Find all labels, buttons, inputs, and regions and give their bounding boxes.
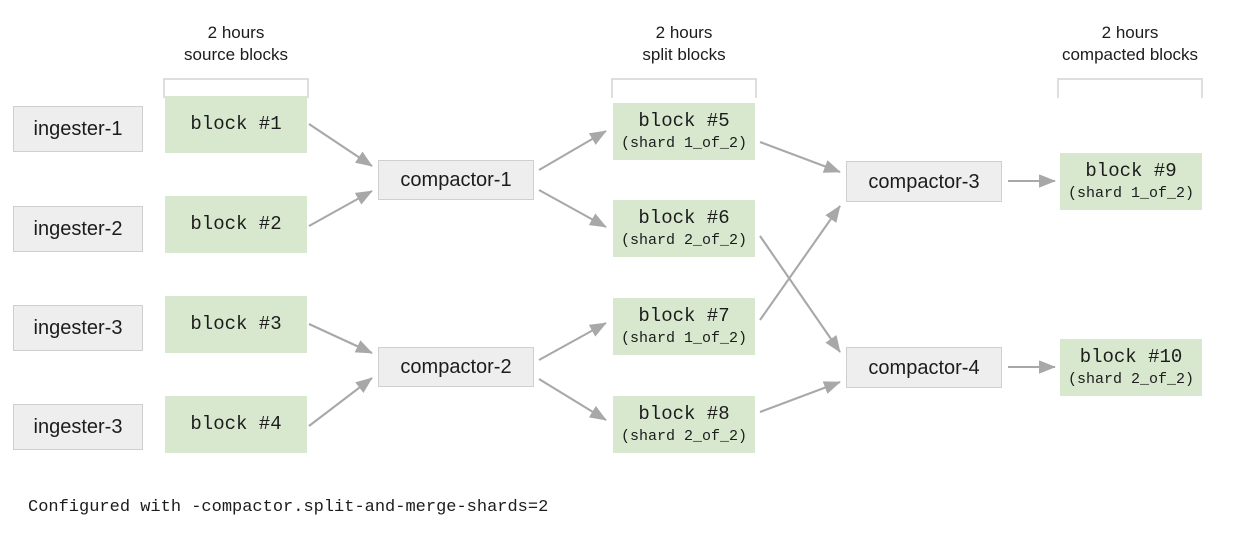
source-block-1-label: block #1 [190,112,282,135]
split-block-7[interactable]: block #7 (shard 1_of_2) [613,298,755,355]
compacted-block-10-label: block #10 [1079,345,1183,368]
source-block-4-label: block #4 [190,412,282,435]
edge-compactor1-block5 [538,130,607,171]
edge-compactor2-block7 [538,322,607,361]
edge-compactor2-block8 [538,378,607,421]
edge-block8-compactor4 [759,381,841,413]
edge-block1-compactor1 [308,123,373,167]
column-label-source: 2 hours source blocks [156,22,316,66]
split-block-5[interactable]: block #5 (shard 1_of_2) [613,103,755,160]
compacted-block-9[interactable]: block #9 (shard 1_of_2) [1060,153,1202,210]
compactor-1-box[interactable]: compactor-1 [378,160,534,200]
compactor-4-box[interactable]: compactor-4 [846,347,1002,388]
split-block-5-label: block #5 [638,109,730,132]
edge-block2-compactor1 [308,190,373,227]
column-label-split: 2 hours split blocks [604,22,764,66]
split-block-7-shard: (shard 1_of_2) [620,329,748,347]
compacted-block-9-shard: (shard 1_of_2) [1067,184,1195,202]
column-label-split-line1: 2 hours [655,23,713,42]
compactor-3-box[interactable]: compactor-3 [846,161,1002,202]
ingester-2-box[interactable]: ingester-2 [13,206,143,252]
split-block-8[interactable]: block #8 (shard 2_of_2) [613,396,755,453]
ingester-3-label: ingester-3 [33,317,123,339]
ingester-4-label: ingester-3 [33,416,123,438]
edge-block7-compactor3 [759,205,841,321]
source-block-3[interactable]: block #3 [165,296,307,353]
source-block-1[interactable]: block #1 [165,96,307,153]
compactor-3-label: compactor-3 [868,170,980,193]
column-label-split-line2: split blocks [642,45,726,65]
split-block-6-label: block #6 [638,206,730,229]
ingester-1-box[interactable]: ingester-1 [13,106,143,152]
compactor-1-label: compactor-1 [400,169,512,191]
configuration-caption: Configured with -compactor.split-and-mer… [28,498,549,517]
column-label-compacted: 2 hours compacted blocks [1048,22,1212,66]
compactor-2-box[interactable]: compactor-2 [378,347,534,387]
edge-block4-compactor2 [308,377,373,427]
split-block-6-shard: (shard 2_of_2) [620,231,748,249]
split-block-5-shard: (shard 1_of_2) [620,134,748,152]
column-label-source-line2: source blocks [184,45,288,65]
split-block-8-label: block #8 [638,402,730,425]
split-block-7-label: block #7 [638,304,730,327]
ingester-1-label: ingester-1 [33,118,123,140]
compacted-block-10[interactable]: block #10 (shard 2_of_2) [1060,339,1202,396]
compactor-4-label: compactor-4 [868,356,980,379]
edge-block6-compactor4 [759,235,841,353]
ingester-2-label: ingester-2 [33,218,123,240]
split-block-8-shard: (shard 2_of_2) [620,427,748,445]
compacted-block-10-shard: (shard 2_of_2) [1067,370,1195,388]
bracket-compacted-blocks [1057,78,1203,98]
compacted-block-9-label: block #9 [1085,159,1177,182]
bracket-split-blocks [611,78,757,98]
ingester-4-box[interactable]: ingester-3 [13,404,143,450]
edge-block3-compactor2 [308,323,373,354]
split-block-6[interactable]: block #6 (shard 2_of_2) [613,200,755,257]
compactor-2-label: compactor-2 [400,356,512,378]
column-label-compacted-line1: 2 hours [1101,23,1159,42]
edge-compactor1-block6 [538,189,607,228]
column-label-compacted-line2: compacted blocks [1061,45,1199,65]
bracket-source-blocks [163,78,309,98]
source-block-4[interactable]: block #4 [165,396,307,453]
source-block-2-label: block #2 [190,212,282,235]
ingester-3-box[interactable]: ingester-3 [13,305,143,351]
source-block-3-label: block #3 [190,312,282,335]
column-label-source-line1: 2 hours [207,23,265,42]
source-block-2[interactable]: block #2 [165,196,307,253]
edge-block5-compactor3 [759,141,841,173]
